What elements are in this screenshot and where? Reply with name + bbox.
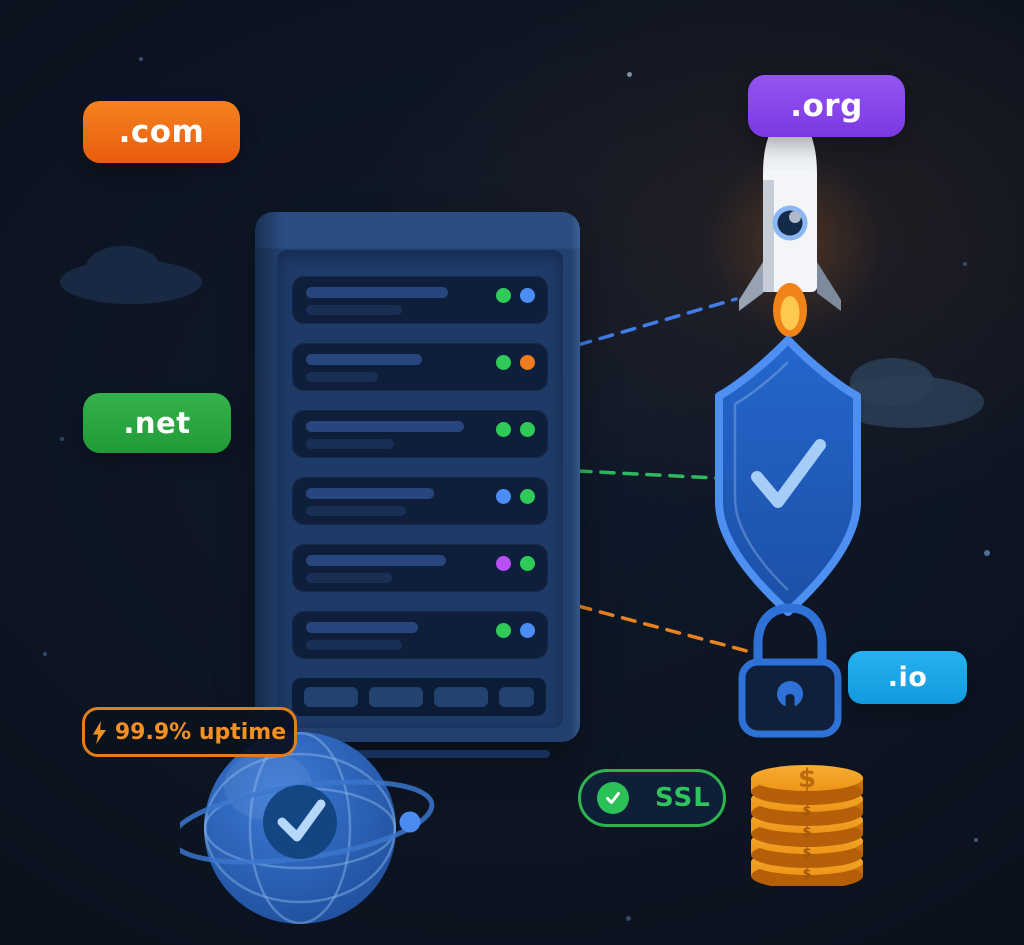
- rocket-icon: [739, 114, 841, 337]
- status-dots: [496, 556, 535, 571]
- status-dots: [496, 489, 535, 504]
- status-dots: [496, 422, 535, 437]
- rocket-fin-left: [739, 262, 763, 311]
- status-dot: [496, 623, 511, 638]
- orbit-satellite: [399, 811, 421, 833]
- star: [60, 437, 64, 441]
- lightning-icon: [92, 720, 106, 744]
- status-dot: [496, 355, 511, 370]
- connector-server-rocket: [576, 297, 738, 347]
- svg-text:$: $: [798, 764, 816, 794]
- server-row: [292, 544, 548, 592]
- badge-label: .net: [123, 406, 191, 440]
- coin-top: $: [751, 764, 863, 805]
- row-bar: [306, 555, 446, 566]
- check-circle-icon: [597, 782, 629, 814]
- shield-check-icon: [715, 336, 861, 616]
- svg-text:$: $: [802, 804, 811, 819]
- server-rack: [255, 212, 580, 742]
- badge-label: .io: [887, 662, 928, 693]
- star: [139, 57, 143, 61]
- cloud-puff: [850, 358, 934, 406]
- status-dots: [496, 288, 535, 303]
- server-row: [292, 410, 548, 458]
- rocket-fin-right: [817, 262, 841, 311]
- cloud-left: [60, 246, 205, 306]
- shield-checkmark: [751, 439, 826, 508]
- row-bar: [306, 439, 394, 449]
- star: [984, 550, 990, 556]
- server-rows: [292, 276, 548, 678]
- row-bar: [306, 287, 448, 298]
- footer-slot: [434, 687, 489, 707]
- row-bar: [306, 622, 418, 633]
- padlock-icon: [738, 603, 842, 738]
- footer-slot: [369, 687, 424, 707]
- star: [627, 72, 632, 77]
- ssl-label: SSL: [655, 783, 711, 813]
- status-dot: [520, 422, 535, 437]
- ssl-badge: SSL: [578, 769, 726, 827]
- svg-text:$: $: [802, 846, 811, 861]
- badge-label: .com: [118, 114, 205, 150]
- server-row: [292, 611, 548, 659]
- status-dot: [496, 489, 511, 504]
- domain-badge-com: .com: [83, 101, 240, 163]
- cloud-puff: [86, 246, 160, 288]
- row-bar: [306, 506, 406, 516]
- server-row: [292, 276, 548, 324]
- star: [974, 838, 978, 842]
- row-bar: [306, 573, 392, 583]
- status-dot: [496, 556, 511, 571]
- status-dot: [496, 288, 511, 303]
- badge-label: .org: [790, 88, 863, 124]
- svg-text:$: $: [802, 867, 811, 882]
- row-bar: [306, 305, 402, 315]
- domain-badge-net: .net: [83, 393, 231, 453]
- status-dot: [520, 288, 535, 303]
- status-dot: [520, 623, 535, 638]
- coin-stack-icon: $ $ $ $ $: [751, 764, 863, 886]
- server-row: [292, 477, 548, 525]
- status-dots: [496, 355, 535, 370]
- server-row: [292, 343, 548, 391]
- globe-check-icon: [180, 732, 435, 924]
- uptime-badge: 99.9% uptime: [82, 707, 297, 757]
- connector-server-padlock: [576, 604, 749, 653]
- server-footer: [292, 678, 546, 716]
- star: [626, 916, 631, 921]
- status-dot: [520, 355, 535, 370]
- row-bar: [306, 640, 402, 650]
- status-dot: [520, 489, 535, 504]
- row-bar: [306, 372, 378, 382]
- row-bar: [306, 354, 422, 365]
- footer-slot: [304, 687, 359, 707]
- status-dot: [496, 422, 511, 437]
- footer-slot: [499, 687, 534, 707]
- globe-checkmark: [277, 799, 326, 842]
- star: [963, 262, 967, 266]
- row-bar: [306, 421, 464, 432]
- domain-badge-org: .org: [748, 75, 905, 137]
- status-dot: [520, 556, 535, 571]
- row-bar: [306, 488, 434, 499]
- status-dots: [496, 623, 535, 638]
- uptime-label: 99.9% uptime: [114, 719, 287, 745]
- svg-text:$: $: [802, 825, 811, 840]
- server-shadow-bar: [302, 750, 550, 758]
- connector-server-shield: [576, 469, 718, 480]
- star: [43, 652, 47, 656]
- domain-badge-io: .io: [848, 651, 967, 704]
